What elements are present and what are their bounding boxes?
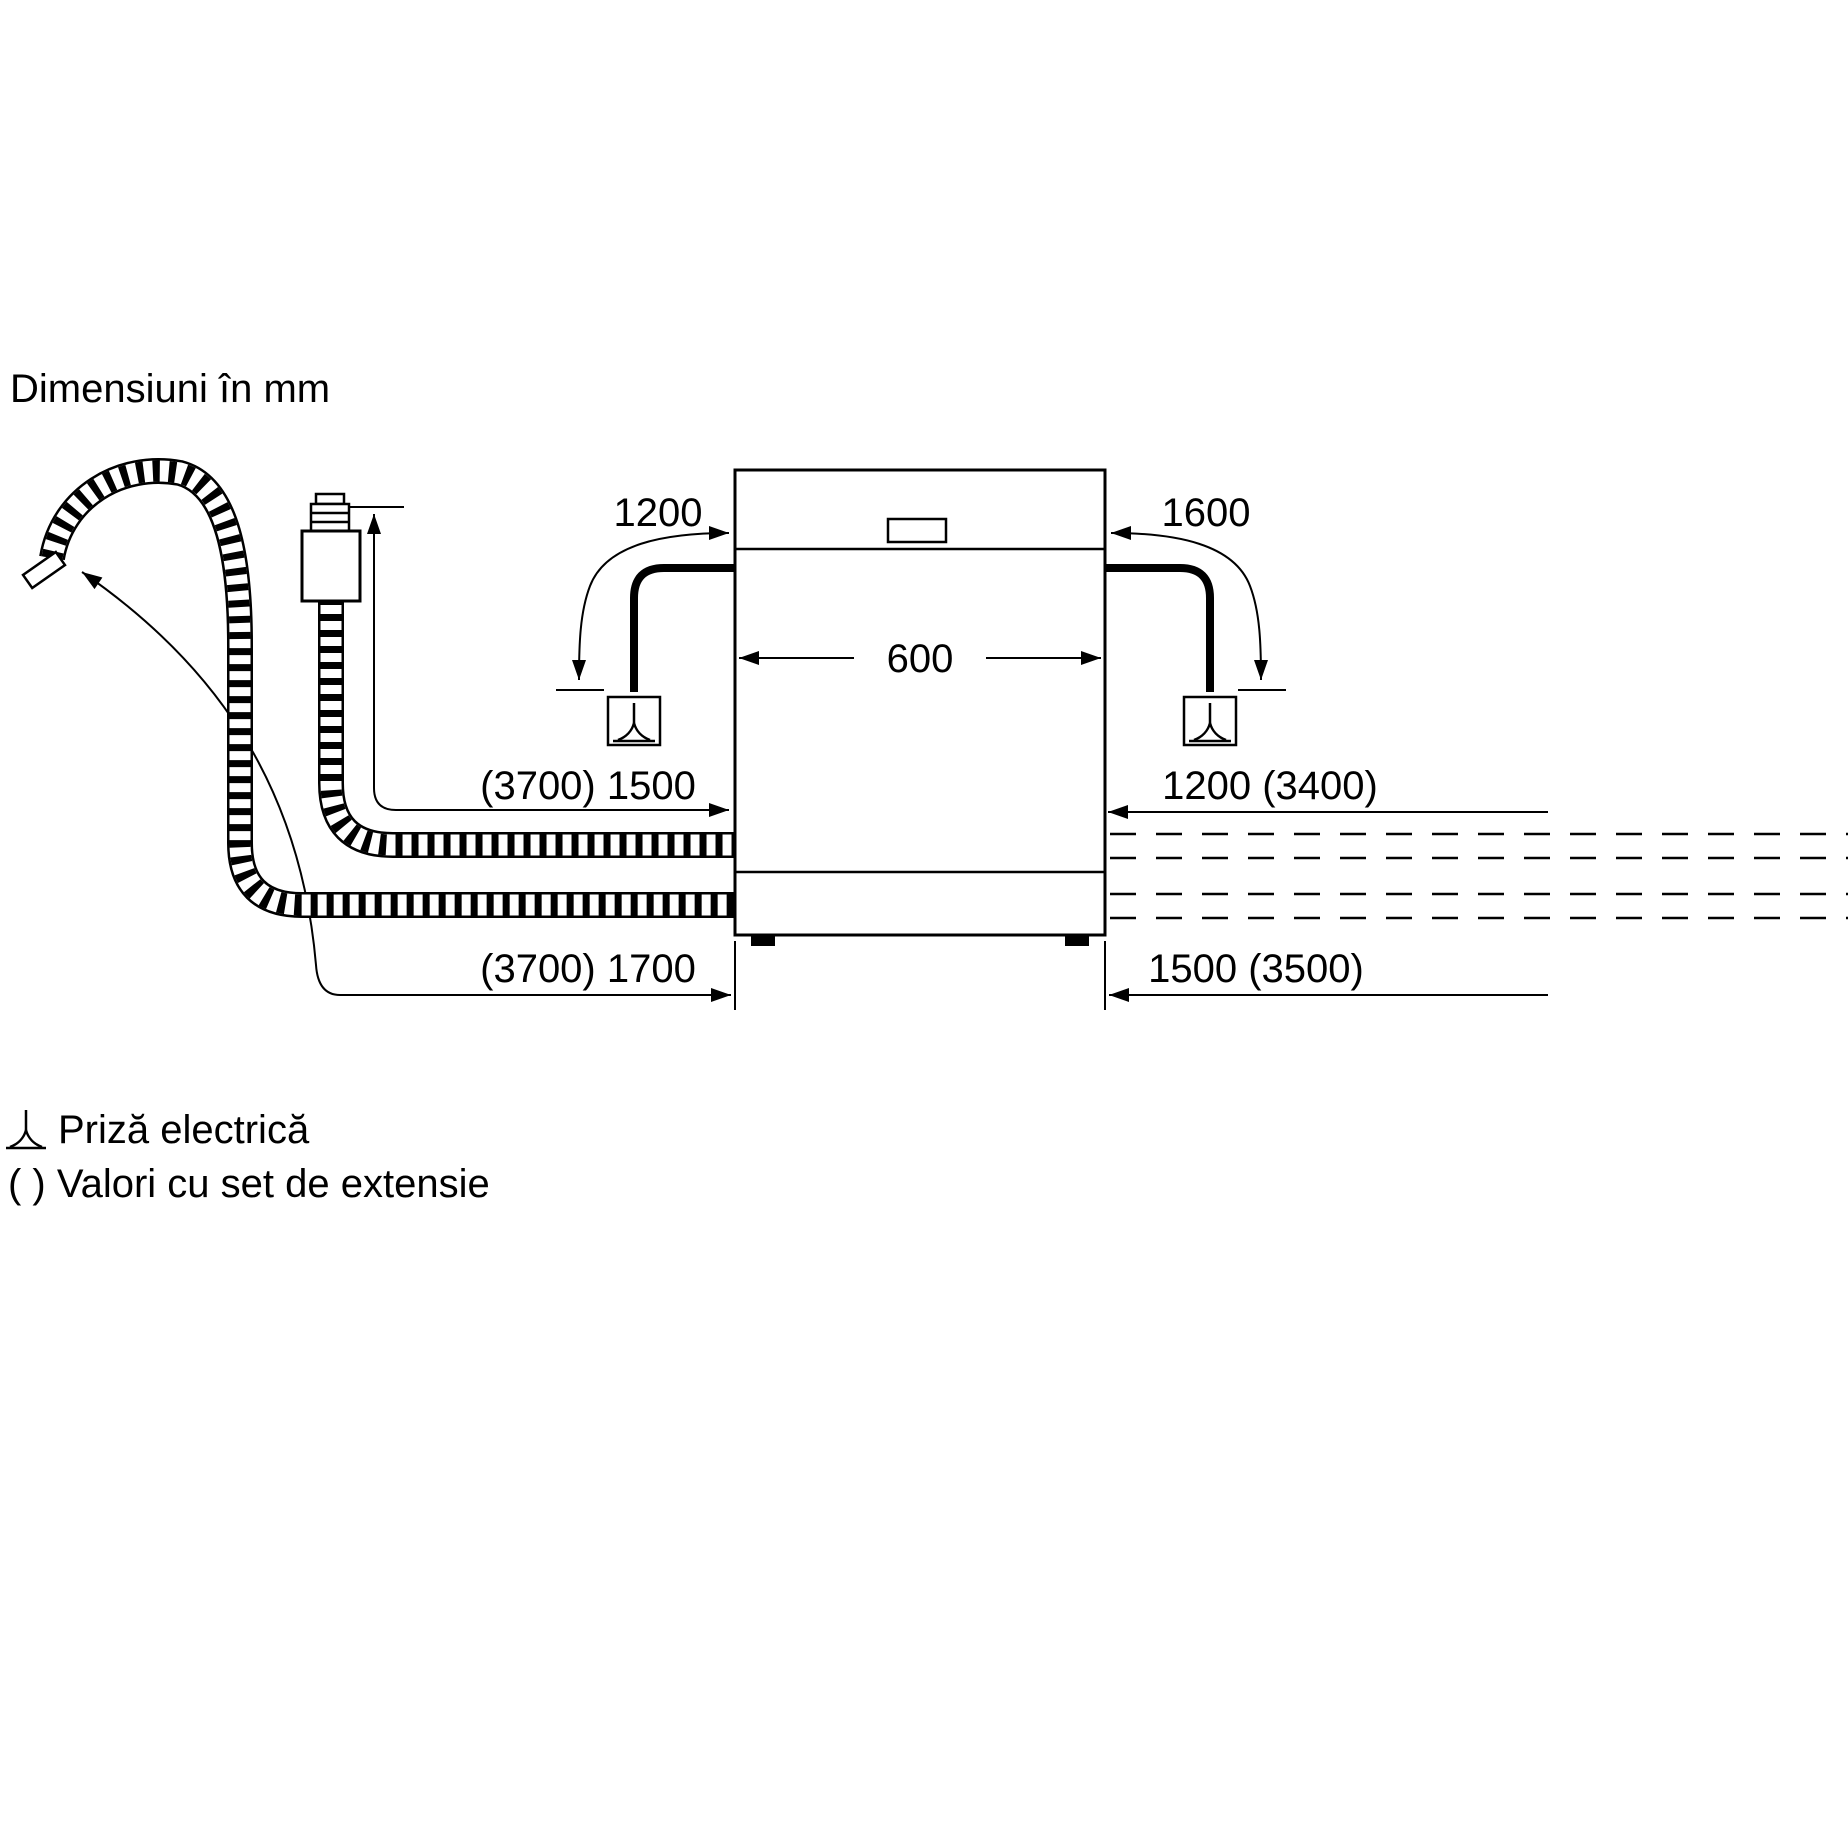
dim-cable-left-line [556,526,730,691]
dim-cable-right-line [1110,526,1286,691]
hose-extension-dashed-lines [1110,832,1848,920]
dim-drain-hose-label: (3700) 1700 [480,947,696,991]
dim-cable-left-label: 1200 [614,491,703,535]
dim-width-line [739,632,1101,682]
foot-right [1065,935,1089,946]
dim-drain-hose-line [81,571,731,1002]
socket-left [606,695,662,747]
dim-drain-upper-right-label: 1200 (3400) [1162,764,1378,808]
control-panel-display [886,517,948,544]
dim-drain-lower-right-label: 1500 (3500) [1148,947,1364,991]
dim-cable-right-label: 1600 [1162,491,1251,535]
dim-drain-lower-right-line [734,941,1548,1010]
dishwasher [733,468,1107,946]
legend-socket-label: Priză electrică [58,1108,310,1152]
drain-hose [39,458,735,918]
foot-left [751,935,775,946]
legend-extension-label: ( ) Valori cu set de extensie [8,1162,490,1206]
legend-socket-icon [6,1110,46,1150]
socket-right [1182,695,1238,747]
dim-width-label: 600 [887,637,954,681]
water-tap-connection [300,492,362,603]
supply-hose [318,598,735,858]
page-title: Dimensiuni în mm [10,367,330,411]
dim-supply-hose-label: (3700) 1500 [480,764,696,808]
power-cable-left [630,564,735,692]
drain-hose-end-cap [21,550,67,590]
power-cable-right [1105,564,1214,692]
